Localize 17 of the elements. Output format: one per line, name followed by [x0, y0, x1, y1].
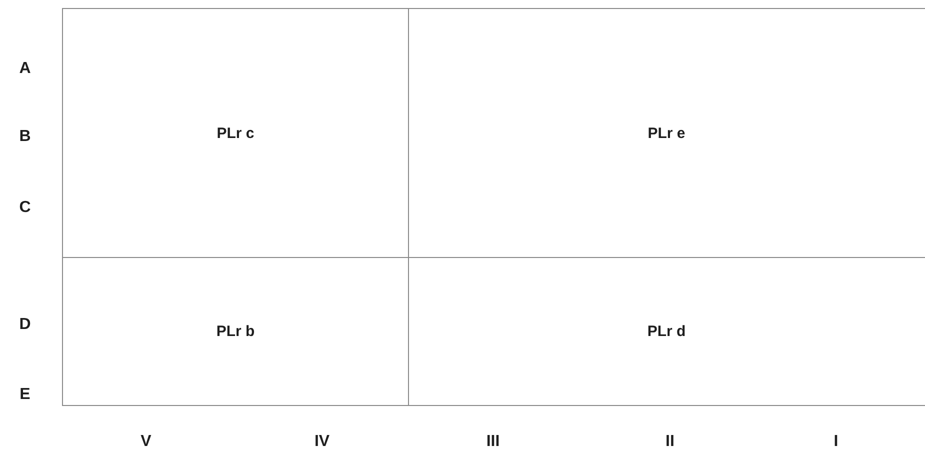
- grid-cell: [62, 8, 409, 258]
- cell-label: PLr b: [216, 322, 255, 340]
- row-label: E: [20, 386, 30, 404]
- row-label: B: [19, 128, 31, 146]
- row-label: C: [19, 199, 31, 217]
- cell-label: PLr e: [648, 124, 686, 142]
- row-label: D: [19, 316, 31, 334]
- cell-label: PLr c: [216, 124, 254, 142]
- cell-label: PLr d: [647, 322, 686, 340]
- column-label: III: [486, 433, 500, 451]
- column-label: IV: [314, 433, 330, 451]
- grid-cell: [408, 8, 925, 258]
- row-label: A: [19, 60, 31, 78]
- column-label: I: [834, 433, 838, 451]
- column-label: V: [140, 433, 152, 451]
- grid-cell: [62, 257, 409, 406]
- column-label: II: [666, 433, 674, 451]
